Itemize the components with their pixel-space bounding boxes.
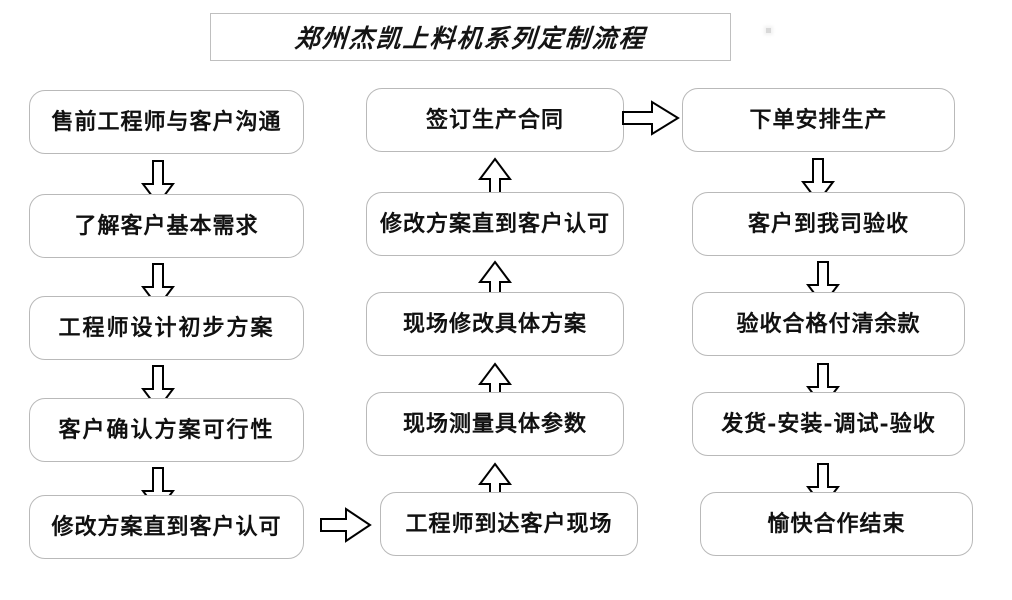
- selection-handle-artifact: [766, 28, 771, 33]
- page-title: 郑州杰凯上料机系列定制流程: [293, 24, 647, 53]
- node-label: 修改方案直到客户认可: [379, 211, 610, 237]
- node-place-order-arrange-production[interactable]: 下单安排生产: [682, 88, 955, 152]
- node-label: 愉快合作结束: [767, 511, 906, 537]
- node-customer-acceptance-at-our-company[interactable]: 客户到我司验收: [692, 192, 965, 256]
- node-revise-until-approved-2[interactable]: 修改方案直到客户认可: [366, 192, 624, 256]
- node-label: 修改方案直到客户认可: [51, 514, 282, 540]
- node-label: 发货-安装-调试-验收: [721, 411, 936, 437]
- node-engineer-initial-design[interactable]: 工程师设计初步方案: [29, 296, 304, 360]
- node-revise-until-approved-1[interactable]: 修改方案直到客户认可: [29, 495, 304, 559]
- node-label: 签订生产合同: [425, 107, 564, 133]
- node-label: 客户到我司验收: [747, 211, 909, 237]
- node-label: 了解客户基本需求: [74, 213, 259, 239]
- node-label: 现场修改具体方案: [402, 311, 587, 337]
- node-onsite-measure-parameters[interactable]: 现场测量具体参数: [366, 392, 624, 456]
- arrow-right-n6-n11: [622, 100, 682, 137]
- node-label: 现场测量具体参数: [402, 411, 587, 437]
- node-label: 售前工程师与客户沟通: [51, 109, 282, 135]
- node-pay-balance-after-acceptance[interactable]: 验收合格付清余款: [692, 292, 965, 356]
- node-label: 验收合格付清余款: [736, 311, 921, 337]
- node-onsite-revise-plan[interactable]: 现场修改具体方案: [366, 292, 624, 356]
- node-label: 工程师设计初步方案: [58, 315, 275, 341]
- chart-title-box: 郑州杰凯上料机系列定制流程: [210, 13, 731, 61]
- node-sign-production-contract[interactable]: 签订生产合同: [366, 88, 624, 152]
- node-presale-communication[interactable]: 售前工程师与客户沟通: [29, 90, 304, 154]
- node-ship-install-debug-accept[interactable]: 发货-安装-调试-验收: [692, 392, 965, 456]
- node-engineer-arrive-onsite[interactable]: 工程师到达客户现场: [380, 492, 638, 556]
- node-understand-requirements[interactable]: 了解客户基本需求: [29, 194, 304, 258]
- node-label: 客户确认方案可行性: [58, 417, 275, 443]
- node-happy-cooperation-end[interactable]: 愉快合作结束: [700, 492, 973, 556]
- node-label: 工程师到达客户现场: [405, 511, 613, 537]
- arrow-right-n5-n10: [320, 507, 374, 544]
- node-label: 下单安排生产: [749, 107, 888, 133]
- node-customer-confirm-feasibility[interactable]: 客户确认方案可行性: [29, 398, 304, 462]
